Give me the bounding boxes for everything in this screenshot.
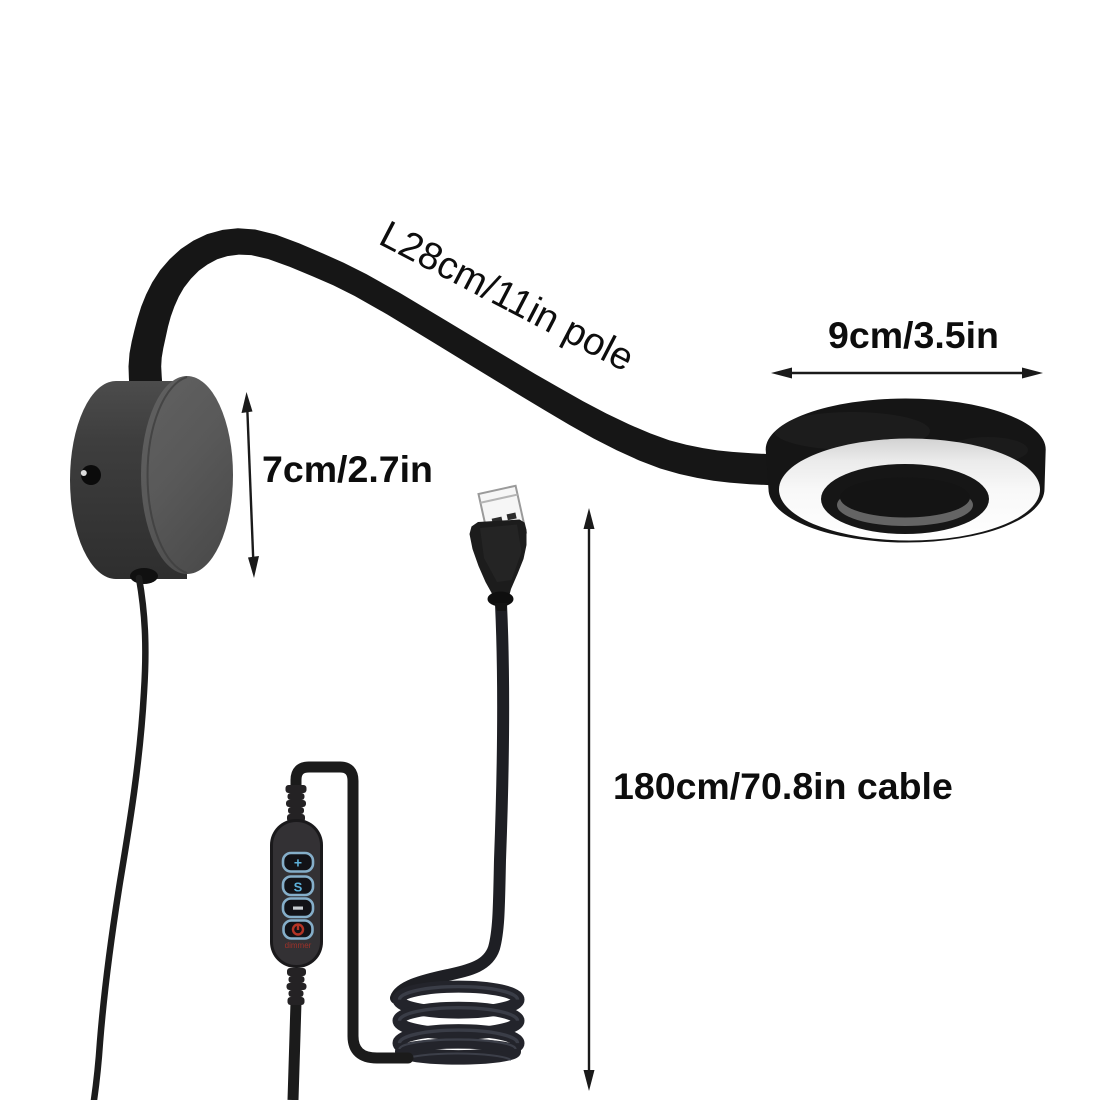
svg-text:9cm/3.5in: 9cm/3.5in: [828, 314, 999, 356]
svg-text:7cm/2.7in: 7cm/2.7in: [262, 448, 433, 490]
svg-text:+: +: [294, 855, 302, 871]
svg-text:dimmer: dimmer: [285, 941, 312, 950]
svg-text:S: S: [294, 880, 303, 895]
svg-text:180cm/70.8in cable: 180cm/70.8in cable: [613, 765, 953, 807]
